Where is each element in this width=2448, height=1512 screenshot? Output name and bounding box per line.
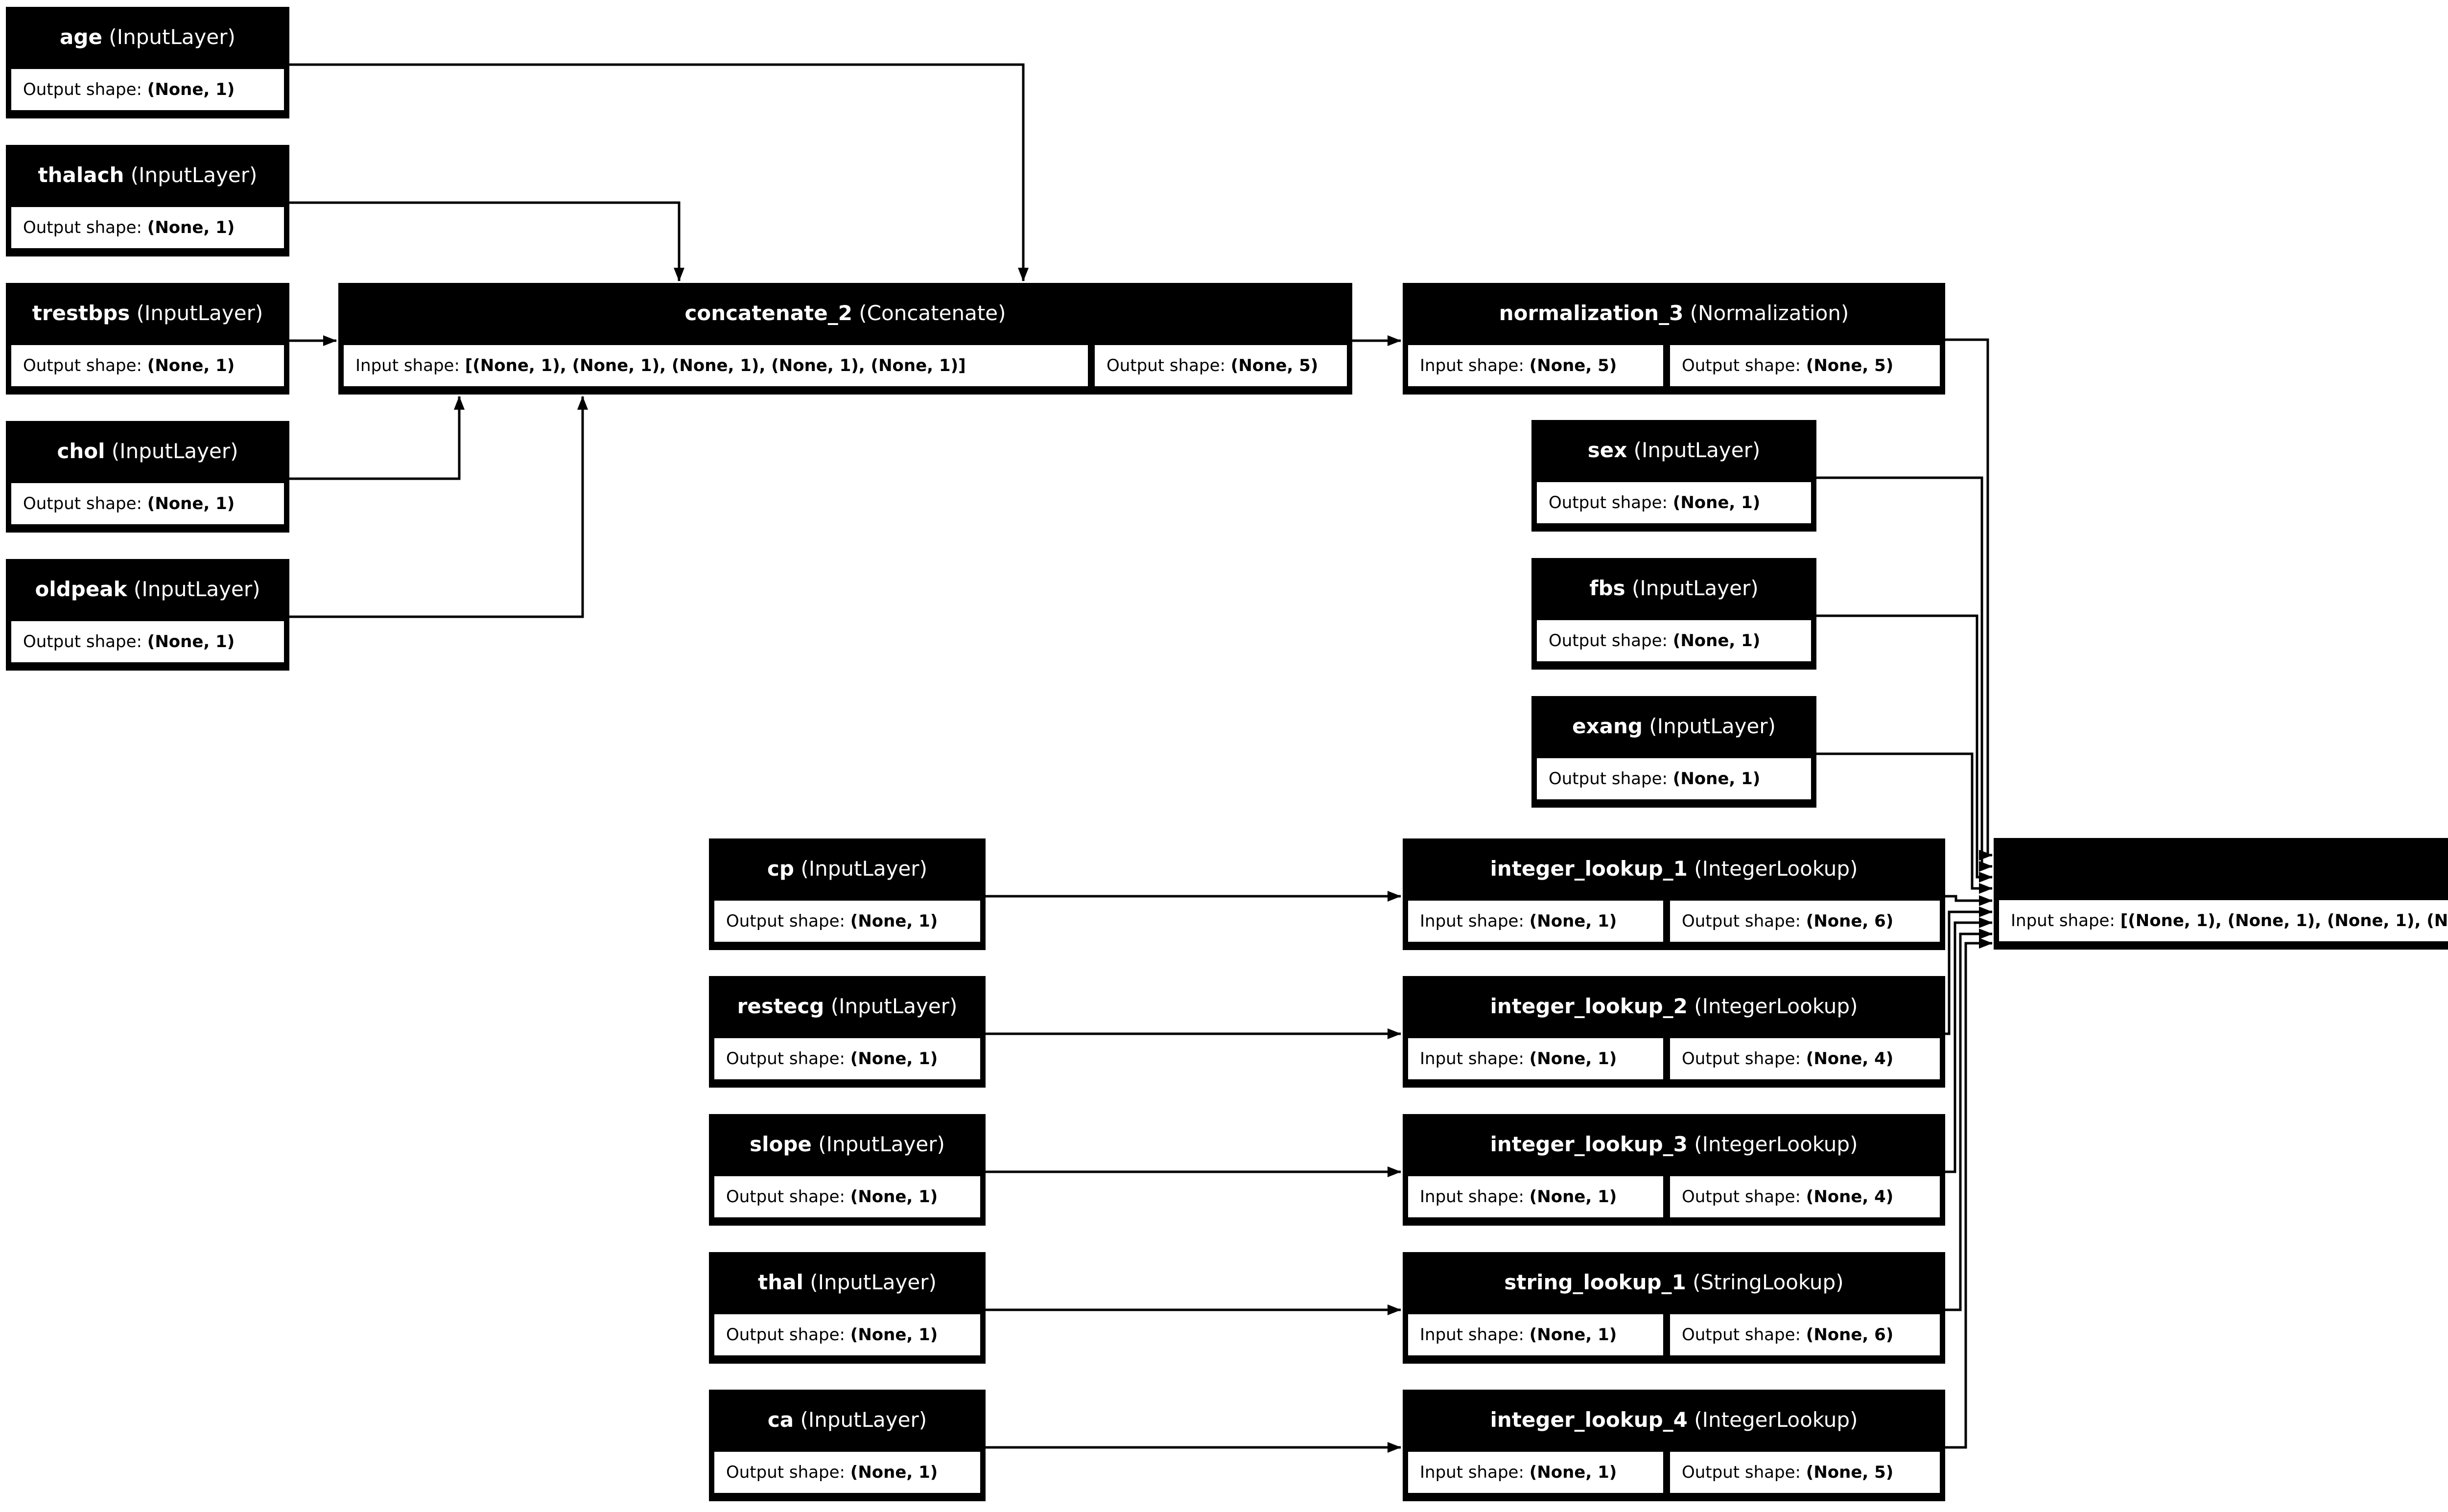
node-integer_lookup_2-title: integer_lookup_2 (IntegerLookup) <box>1490 994 1858 1018</box>
edge-chol-concatenate_2 <box>289 396 465 480</box>
node-fbs-output-shape: Output shape: (None, 1) <box>1535 619 1812 663</box>
node-sex-output-shape: Output shape: (None, 1) <box>1535 481 1812 525</box>
edge-fbs-concatenate_3 <box>1816 614 1993 883</box>
node-exang: exang (InputLayer) Output shape: (None, … <box>1531 696 1816 808</box>
node-trestbps: trestbps (InputLayer) Output shape: (Non… <box>6 283 289 395</box>
node-integer_lookup_2-input-shape: Input shape: (None, 1) <box>1407 1037 1665 1081</box>
node-thalach-output-shape: Output shape: (None, 1) <box>10 206 285 250</box>
node-concatenate_2-title: concatenate_2 (Concatenate) <box>684 301 1006 325</box>
node-integer_lookup_1-input-shape: Input shape: (None, 1) <box>1407 899 1665 943</box>
node-integer_lookup_3-input-shape: Input shape: (None, 1) <box>1407 1175 1665 1219</box>
node-restecg-title: restecg (InputLayer) <box>737 994 958 1018</box>
node-sex-title: sex (InputLayer) <box>1587 438 1761 462</box>
edge-normalization_3-concatenate_3 <box>1945 338 1993 861</box>
node-thal-output-shape: Output shape: (None, 1) <box>713 1313 982 1357</box>
node-concatenate_2-input-shape: Input shape: [(None, 1), (None, 1), (Non… <box>342 344 1089 388</box>
node-sex: sex (InputLayer) Output shape: (None, 1) <box>1531 420 1816 532</box>
edge-string_lookup_1-concatenate_3 <box>1945 929 1993 1311</box>
edge-integer_lookup_2-concatenate_3 <box>1945 907 1993 1035</box>
node-age-title: age (InputLayer) <box>60 24 235 49</box>
node-normalization_3-input-shape: Input shape: (None, 5) <box>1407 344 1665 388</box>
edge-integer_lookup_1-concatenate_3 <box>1945 895 1993 906</box>
node-string_lookup_1: string_lookup_1 (StringLookup) Input sha… <box>1403 1252 1945 1364</box>
node-trestbps-title: trestbps (InputLayer) <box>32 301 263 325</box>
node-integer_lookup_4-input-shape: Input shape: (None, 1) <box>1407 1450 1665 1494</box>
node-concatenate_3-title: concatenate_3 (Concatenate) <box>1994 838 2448 898</box>
node-chol: chol (InputLayer) Output shape: (None, 1… <box>6 421 289 533</box>
node-slope-output-shape: Output shape: (None, 1) <box>713 1175 982 1219</box>
node-ca-title: ca (InputLayer) <box>767 1407 927 1432</box>
node-oldpeak-title: oldpeak (InputLayer) <box>35 577 260 601</box>
node-string_lookup_1-input-shape: Input shape: (None, 1) <box>1407 1313 1665 1357</box>
node-integer_lookup_2: integer_lookup_2 (IntegerLookup) Input s… <box>1403 976 1945 1088</box>
node-thalach-title: thalach (InputLayer) <box>38 163 258 187</box>
edge-thalach-concatenate_2 <box>289 201 684 281</box>
node-age-output-shape: Output shape: (None, 1) <box>10 68 285 112</box>
edge-age-concatenate_2 <box>289 63 1029 281</box>
node-exang-output-shape: Output shape: (None, 1) <box>1535 757 1812 801</box>
node-concatenate_3: concatenate_3 (Concatenate) Input shape:… <box>1994 838 2448 950</box>
node-integer_lookup_3-title: integer_lookup_3 (IntegerLookup) <box>1490 1132 1858 1156</box>
node-cp-title: cp (InputLayer) <box>767 856 927 881</box>
node-chol-output-shape: Output shape: (None, 1) <box>10 482 285 526</box>
node-cp-output-shape: Output shape: (None, 1) <box>713 899 982 943</box>
node-ca: ca (InputLayer) Output shape: (None, 1) <box>709 1390 986 1501</box>
node-integer_lookup_1: integer_lookup_1 (IntegerLookup) Input s… <box>1403 838 1945 950</box>
node-slope-title: slope (InputLayer) <box>750 1132 945 1156</box>
node-integer_lookup_1-output-shape: Output shape: (None, 6) <box>1669 899 1941 943</box>
node-oldpeak-output-shape: Output shape: (None, 1) <box>10 620 285 664</box>
node-restecg: restecg (InputLayer) Output shape: (None… <box>709 976 986 1088</box>
node-integer_lookup_3: integer_lookup_3 (IntegerLookup) Input s… <box>1403 1114 1945 1226</box>
node-ca-output-shape: Output shape: (None, 1) <box>713 1450 982 1494</box>
node-string_lookup_1-title: string_lookup_1 (StringLookup) <box>1504 1270 1844 1294</box>
node-integer_lookup_4-output-shape: Output shape: (None, 5) <box>1669 1450 1941 1494</box>
node-normalization_3-output-shape: Output shape: (None, 5) <box>1669 344 1941 388</box>
edge-exang-concatenate_3 <box>1816 752 1993 894</box>
node-integer_lookup_3-output-shape: Output shape: (None, 4) <box>1669 1175 1941 1219</box>
node-restecg-output-shape: Output shape: (None, 1) <box>713 1037 982 1081</box>
node-concatenate_3-input-shape: Input shape: [(None, 1), (None, 1), (Non… <box>1998 899 2448 943</box>
node-integer_lookup_4: integer_lookup_4 (IntegerLookup) Input s… <box>1403 1390 1945 1501</box>
node-trestbps-output-shape: Output shape: (None, 1) <box>10 344 285 388</box>
node-chol-title: chol (InputLayer) <box>57 439 238 463</box>
edge-oldpeak-concatenate_2 <box>289 396 588 618</box>
node-thal: thal (InputLayer) Output shape: (None, 1… <box>709 1252 986 1364</box>
node-thal-title: thal (InputLayer) <box>758 1270 937 1294</box>
node-thalach: thalach (InputLayer) Output shape: (None… <box>6 145 289 256</box>
node-integer_lookup_1-title: integer_lookup_1 (IntegerLookup) <box>1490 856 1858 881</box>
node-integer_lookup_2-output-shape: Output shape: (None, 4) <box>1669 1037 1941 1081</box>
node-fbs-title: fbs (InputLayer) <box>1589 576 1759 600</box>
node-normalization_3-title: normalization_3 (Normalization) <box>1499 301 1849 325</box>
node-oldpeak: oldpeak (InputLayer) Output shape: (None… <box>6 559 289 671</box>
node-exang-title: exang (InputLayer) <box>1572 714 1776 738</box>
node-concatenate_2-output-shape: Output shape: (None, 5) <box>1093 344 1348 388</box>
node-concatenate_2: concatenate_2 (Concatenate) Input shape:… <box>338 283 1352 395</box>
node-integer_lookup_4-title: integer_lookup_4 (IntegerLookup) <box>1490 1407 1858 1432</box>
node-normalization_3: normalization_3 (Normalization) Input sh… <box>1403 283 1945 395</box>
edge-integer_lookup_4-concatenate_3 <box>1945 938 1993 1449</box>
node-age: age (InputLayer) Output shape: (None, 1) <box>6 7 289 118</box>
node-fbs: fbs (InputLayer) Output shape: (None, 1) <box>1531 558 1816 670</box>
edge-sex-concatenate_3 <box>1816 476 1993 872</box>
node-slope: slope (InputLayer) Output shape: (None, … <box>709 1114 986 1226</box>
node-string_lookup_1-output-shape: Output shape: (None, 6) <box>1669 1313 1941 1357</box>
node-cp: cp (InputLayer) Output shape: (None, 1) <box>709 838 986 950</box>
edge-integer_lookup_3-concatenate_3 <box>1945 917 1993 1173</box>
